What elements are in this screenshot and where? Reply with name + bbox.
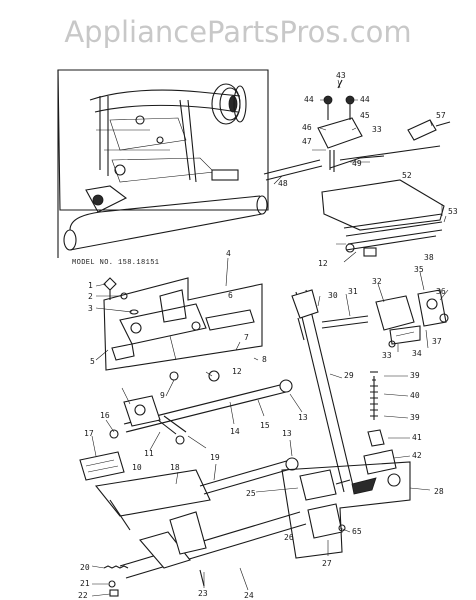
callout-9: 9 <box>160 391 165 400</box>
callout-6: 6 <box>228 291 233 300</box>
callout-43: 43 <box>336 71 346 80</box>
watermark-text: AppliancePartsPros.com <box>64 15 411 49</box>
callout-labels: 1 2 3 4 5 6 7 8 9 10 11 12 12 13 13 14 1… <box>78 71 458 600</box>
callout-14: 14 <box>230 427 240 436</box>
callout-27: 27 <box>322 559 332 568</box>
thread-guide-box <box>281 461 411 559</box>
callout-8: 8 <box>262 355 267 364</box>
machine-overview-inset <box>57 69 269 258</box>
callout-20: 20 <box>80 563 90 572</box>
callout-19: 19 <box>210 453 220 462</box>
callout-38: 38 <box>424 253 434 262</box>
callout-2: 2 <box>88 292 93 301</box>
callout-31: 31 <box>348 287 358 296</box>
callout-5: 5 <box>90 357 95 366</box>
rock-shaft-assembly <box>103 511 307 597</box>
callout-32: 32 <box>372 277 382 286</box>
leader-lines <box>91 79 449 597</box>
needle-clamp-assembly <box>321 289 449 348</box>
callout-15: 15 <box>260 421 270 430</box>
callout-4: 4 <box>226 249 231 258</box>
callout-41: 41 <box>412 433 422 442</box>
mid-shaft-assembly <box>123 370 293 445</box>
callout-48: 48 <box>278 179 288 188</box>
callout-34: 34 <box>412 349 422 358</box>
callout-39: 39 <box>410 371 420 380</box>
callout-47: 47 <box>302 137 312 146</box>
cover-plate-assembly <box>321 179 445 257</box>
callout-22: 22 <box>78 591 88 600</box>
presser-bar-29 <box>291 289 355 493</box>
callout-23: 23 <box>198 589 208 598</box>
presser-bar-assembly <box>103 277 263 371</box>
callout-53: 53 <box>448 207 458 216</box>
callout-36: 36 <box>436 287 446 296</box>
callout-45: 45 <box>360 111 370 120</box>
callout-33: 33 <box>372 125 382 134</box>
callout-13b: 13 <box>282 429 292 438</box>
callout-29: 29 <box>344 371 354 380</box>
callout-13: 13 <box>298 413 308 422</box>
callout-17: 17 <box>84 429 94 438</box>
callout-24: 24 <box>244 591 254 600</box>
callout-52: 52 <box>402 171 412 180</box>
callout-39b: 39 <box>410 413 420 422</box>
callout-49: 49 <box>352 159 362 168</box>
callout-65: 65 <box>352 527 362 536</box>
spring-assembly <box>363 371 397 475</box>
callout-3: 3 <box>88 304 93 313</box>
callout-7: 7 <box>244 333 249 342</box>
callout-1: 1 <box>88 281 93 290</box>
callout-28: 28 <box>434 487 444 496</box>
callout-40: 40 <box>410 391 420 400</box>
callout-42: 42 <box>412 451 422 460</box>
callout-10: 10 <box>132 463 142 472</box>
callout-18: 18 <box>170 463 180 472</box>
callout-33b: 33 <box>382 351 392 360</box>
callout-11: 11 <box>144 449 154 458</box>
callout-25: 25 <box>246 489 256 498</box>
callout-44b: 44 <box>360 95 370 104</box>
feed-dog-assembly <box>79 429 211 531</box>
model-number-label: MODEL NO. 158.18151 <box>72 259 159 267</box>
callout-12b: 12 <box>318 259 328 268</box>
callout-21: 21 <box>80 579 90 588</box>
callout-37: 37 <box>432 337 442 346</box>
callout-44: 44 <box>304 95 314 104</box>
callout-16: 16 <box>100 411 110 420</box>
callout-46: 46 <box>302 123 312 132</box>
callout-57: 57 <box>436 111 446 120</box>
callout-26: 26 <box>284 533 294 542</box>
shaft-19 <box>199 457 299 495</box>
callout-35: 35 <box>414 265 424 274</box>
callout-30: 30 <box>328 291 338 300</box>
callout-12: 12 <box>232 367 242 376</box>
